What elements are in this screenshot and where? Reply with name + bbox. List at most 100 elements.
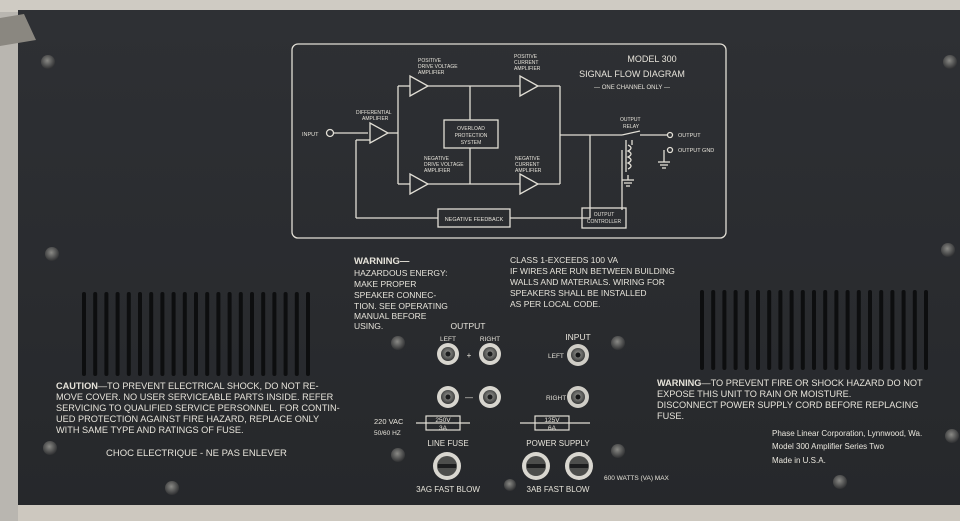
output-right-negative-binding-post[interactable] [479, 386, 501, 408]
line-fuse-section: 220 VAC 50/60 HZ 250V 3A LINE FUSE 3AG F… [374, 415, 480, 494]
vent-slot [845, 290, 850, 370]
slot-icon [570, 464, 588, 468]
output-right-label: RIGHT [480, 336, 500, 343]
input-jacks: INPUT LEFT RIGHT [546, 332, 591, 408]
vent-slot [722, 290, 727, 370]
fuse-symbol-icon [425, 415, 461, 431]
vent-slot [778, 290, 783, 370]
feedback-label: NEGATIVE FEEDBACK [445, 217, 504, 223]
vent-slot [194, 292, 198, 376]
controller-label: CONTROLLER [587, 219, 622, 225]
line-fuse-voltage-rating: 250V [435, 417, 451, 424]
vent-slot [890, 290, 895, 370]
vent-slot [283, 292, 288, 376]
vent-slot [138, 292, 142, 376]
output-terminals: OUTPUT LEFT RIGHT + — [437, 321, 501, 408]
vent-slot [834, 290, 839, 370]
warning-hazardous-energy: WARNING— HAZARDOUS ENERGY: MAKE PROPER S… [354, 256, 448, 331]
screw-icon [43, 441, 57, 455]
input-right-rca-jack[interactable] [567, 386, 589, 408]
screw-icon [945, 429, 959, 443]
svg-text:CAUTION—TO PREVENT ELECTRICAL: CAUTION—TO PREVENT ELECTRICAL SHOCK, DO … [56, 381, 319, 391]
warning-right-line: DISCONNECT POWER SUPPLY CORD BEFORE REPL… [657, 400, 918, 410]
screw-icon [504, 479, 516, 491]
slot-icon [527, 464, 545, 468]
vent-slot [250, 292, 254, 376]
maker-line: Phase Linear Corporation, Lynnwood, Wa. [772, 429, 922, 438]
psu-fuse-holder-left[interactable] [522, 452, 550, 480]
negative-drive-amp-icon [409, 172, 430, 196]
choc-electrique-text: CHOC ELECTRIQUE - NE PAS ENLEVER [106, 448, 287, 459]
psu-fuse-type: 3AB FAST BLOW [527, 485, 590, 494]
warning-line: MANUAL BEFORE [354, 311, 427, 321]
pos-drive-label: POSITIVE [418, 58, 442, 64]
pos-drive-label: DRIVE VOLTAGE [418, 64, 458, 70]
vent-slot [812, 290, 816, 370]
caution-line: WITH SAME TYPE AND RATINGS OF FUSE. [56, 425, 244, 435]
vent-slot [800, 290, 805, 370]
screw-icon [941, 243, 955, 257]
neg-drive-label: DRIVE VOLTAGE [424, 162, 464, 168]
slot-icon [438, 464, 456, 468]
mounting-ear [0, 14, 36, 46]
vent-slot [93, 292, 98, 376]
screw-icon [391, 448, 405, 462]
psu-fuse-holder-right[interactable] [565, 452, 593, 480]
input-right-label: RIGHT [546, 395, 566, 402]
input-left-rca-jack[interactable] [567, 344, 589, 366]
output-left-negative-binding-post[interactable] [437, 386, 459, 408]
vent-slot [901, 290, 906, 370]
vent-slot [856, 290, 861, 370]
vent-slot [733, 290, 738, 370]
warning-line: SPEAKER CONNEC- [354, 290, 436, 300]
vent-slot [879, 290, 884, 370]
vent-slot [238, 292, 243, 376]
vent-slot [205, 292, 210, 376]
output-terminal-label: OUTPUT [678, 133, 701, 139]
class-note-line: AS PER LOCAL CODE. [510, 299, 600, 309]
pos-current-label: CURRENT [514, 60, 538, 66]
vent-slot [789, 290, 794, 370]
pos-current-label: AMPLIFIER [514, 66, 541, 72]
overload-label: SYSTEM [461, 140, 482, 146]
vent-slot [711, 290, 716, 370]
warning-right-line: EXPOSE THIS UNIT TO RAIN OR MOISTURE. [657, 389, 851, 399]
diagram-title-model: MODEL 300 [627, 54, 676, 64]
warning-line: USING. [354, 321, 383, 331]
warning-line: HAZARDOUS ENERGY: [354, 268, 448, 278]
vent-slot [823, 290, 828, 370]
vent-slot [182, 292, 187, 376]
relay-label: OUTPUT [620, 117, 641, 123]
caution-line: SERVICING TO QUALIFIED SERVICE PERSONNEL… [56, 403, 340, 413]
caution-line: UED PROTECTION AGAINST FIRE HAZARD, REPL… [56, 414, 319, 424]
rear-panel [18, 10, 960, 512]
class-note-line: SPEAKERS SHALL BE INSTALLED [510, 288, 647, 298]
vent-slot [767, 290, 772, 370]
differential-label: DIFFERENTIAL [356, 110, 392, 116]
svg-text:WARNING—TO PREVENT FIRE OR SHO: WARNING—TO PREVENT FIRE OR SHOCK HAZARD … [657, 378, 923, 388]
caution-line: MOVE COVER. NO USER SERVICEABLE PARTS IN… [56, 392, 334, 402]
screw-icon [611, 444, 625, 458]
caution-line: —TO PREVENT ELECTRICAL SHOCK, DO NOT RE- [98, 381, 319, 391]
class-note-line: WALLS AND MATERIALS. WIRING FOR [510, 277, 665, 287]
vent-slot [126, 292, 131, 376]
input-label: INPUT [302, 132, 319, 138]
bottom-shelf [18, 505, 960, 521]
warning-right-line: —TO PREVENT FIRE OR SHOCK HAZARD DO NOT [701, 378, 923, 388]
vent-slot [82, 292, 86, 376]
line-fuse-holder[interactable] [433, 452, 461, 480]
output-left-positive-binding-post[interactable] [437, 343, 459, 365]
minus-sign: — [465, 393, 473, 402]
vent-slot [149, 292, 154, 376]
differential-label: AMPLIFIER [362, 116, 389, 122]
vent-grille-left [82, 292, 310, 376]
output-right-positive-binding-post[interactable] [479, 343, 501, 365]
maker-line: Model 300 Amplifier Series Two [772, 442, 884, 451]
vent-slot [294, 292, 299, 376]
fuse-symbol-icon [534, 415, 570, 431]
line-fuse-type: 3AG FAST BLOW [416, 485, 480, 494]
vent-slot [227, 292, 232, 376]
vent-slot [115, 292, 120, 376]
input-section-label: INPUT [565, 332, 591, 342]
